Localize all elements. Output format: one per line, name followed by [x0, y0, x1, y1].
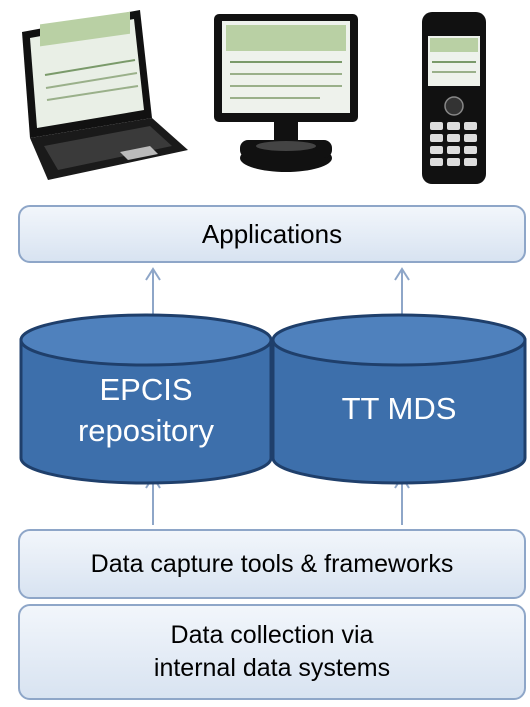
epcis-label-line1: EPCIS	[99, 372, 193, 407]
arrow-up-icon	[394, 267, 410, 318]
tt-mds-label: TT MDS	[273, 389, 525, 430]
data-collection-layer: Data collection via internal data system…	[18, 604, 526, 700]
epcis-cylinder	[19, 313, 273, 485]
arrow-up-icon	[145, 267, 161, 318]
epcis-label-line2: repository	[77, 412, 215, 448]
desktop-monitor-icon	[214, 14, 358, 172]
applications-layer: Applications	[18, 205, 526, 263]
data-collection-label: Data collection via internal data system…	[154, 619, 390, 685]
epcis-repository-label: EPCIS repository	[22, 370, 270, 452]
devices-row	[22, 10, 486, 184]
data-capture-layer: Data capture tools & frameworks	[18, 529, 526, 599]
tt-mds-label-line1: TT MDS	[341, 391, 457, 426]
applications-label: Applications	[201, 218, 343, 249]
data-capture-label: Data capture tools & frameworks	[90, 549, 454, 578]
tt-mds-cylinder	[271, 313, 527, 485]
data-collection-line2: internal data systems	[153, 654, 391, 682]
data-collection-line1: Data collection via	[170, 621, 374, 649]
laptop-icon	[22, 10, 188, 180]
mobile-phone-icon	[422, 12, 486, 184]
